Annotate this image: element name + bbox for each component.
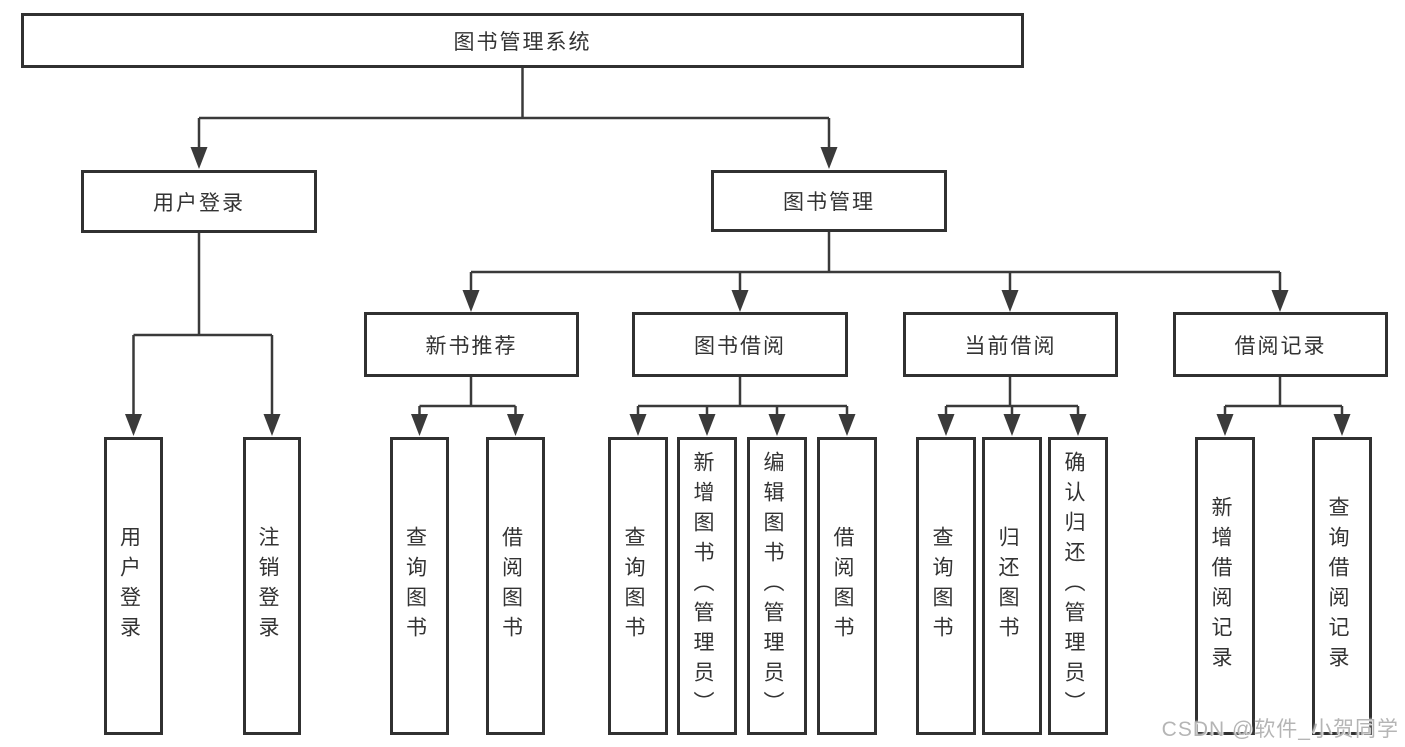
csdn-watermark: CSDN @软件_小贺同学 <box>1161 718 1399 741</box>
node-label: 新书推荐 <box>425 334 518 358</box>
node-new-book-recommendation: 新书推荐 <box>364 312 579 377</box>
node-book-borrowing: 图书借阅 <box>632 312 848 377</box>
node-label: 确认归还（管理员） <box>1062 451 1085 721</box>
leaf-edit-books-admin: 编辑图书（管理员） <box>747 437 807 735</box>
node-label: 编辑图书（管理员） <box>761 451 784 721</box>
node-label: 新增图书（管理员） <box>691 451 714 721</box>
leaf-query-books-recommend: 查询图书 <box>390 437 449 735</box>
node-label: 新增借阅记录 <box>1209 496 1232 676</box>
leaf-query-borrow-record: 查询借阅记录 <box>1312 437 1372 735</box>
node-label: 用户登录 <box>153 191 245 215</box>
arrowheads <box>125 147 1351 436</box>
leaf-logout: 注销登录 <box>243 437 301 735</box>
node-label: 用户登录 <box>117 526 141 646</box>
node-book-management-module: 图书管理 <box>711 170 947 232</box>
leaf-confirm-return-admin: 确认归还（管理员） <box>1048 437 1108 735</box>
node-label: 借阅图书 <box>499 526 523 646</box>
node-label: 图书借阅 <box>694 334 786 358</box>
leaf-borrow-books-recommend: 借阅图书 <box>486 437 545 735</box>
node-label: 查询图书 <box>930 526 953 646</box>
node-borrowing-records: 借阅记录 <box>1173 312 1388 377</box>
node-current-borrowing: 当前借阅 <box>903 312 1118 377</box>
node-user-login-module: 用户登录 <box>81 170 317 233</box>
node-label: 借阅图书 <box>831 526 854 646</box>
node-label: 图书管理系统 <box>453 30 592 54</box>
node-library-management-system: 图书管理系统 <box>21 13 1024 68</box>
node-label: 图书管理 <box>783 191 875 214</box>
leaf-add-books-admin: 新增图书（管理员） <box>677 437 737 735</box>
node-label: 查询图书 <box>403 526 427 646</box>
leaf-add-borrow-record: 新增借阅记录 <box>1195 437 1255 735</box>
node-label: 注销登录 <box>256 526 279 646</box>
leaf-user-login: 用户登录 <box>104 437 163 735</box>
node-label: 查询图书 <box>622 526 645 646</box>
node-label: 当前借阅 <box>964 334 1057 358</box>
node-label: 查询借阅记录 <box>1326 496 1349 676</box>
leaf-return-books: 归还图书 <box>982 437 1042 735</box>
node-label: 借阅记录 <box>1234 334 1327 358</box>
leaf-query-books-current: 查询图书 <box>916 437 976 735</box>
leaf-query-books-borrow: 查询图书 <box>608 437 668 735</box>
node-label: 归还图书 <box>996 526 1019 646</box>
leaf-borrow-books: 借阅图书 <box>817 437 877 735</box>
